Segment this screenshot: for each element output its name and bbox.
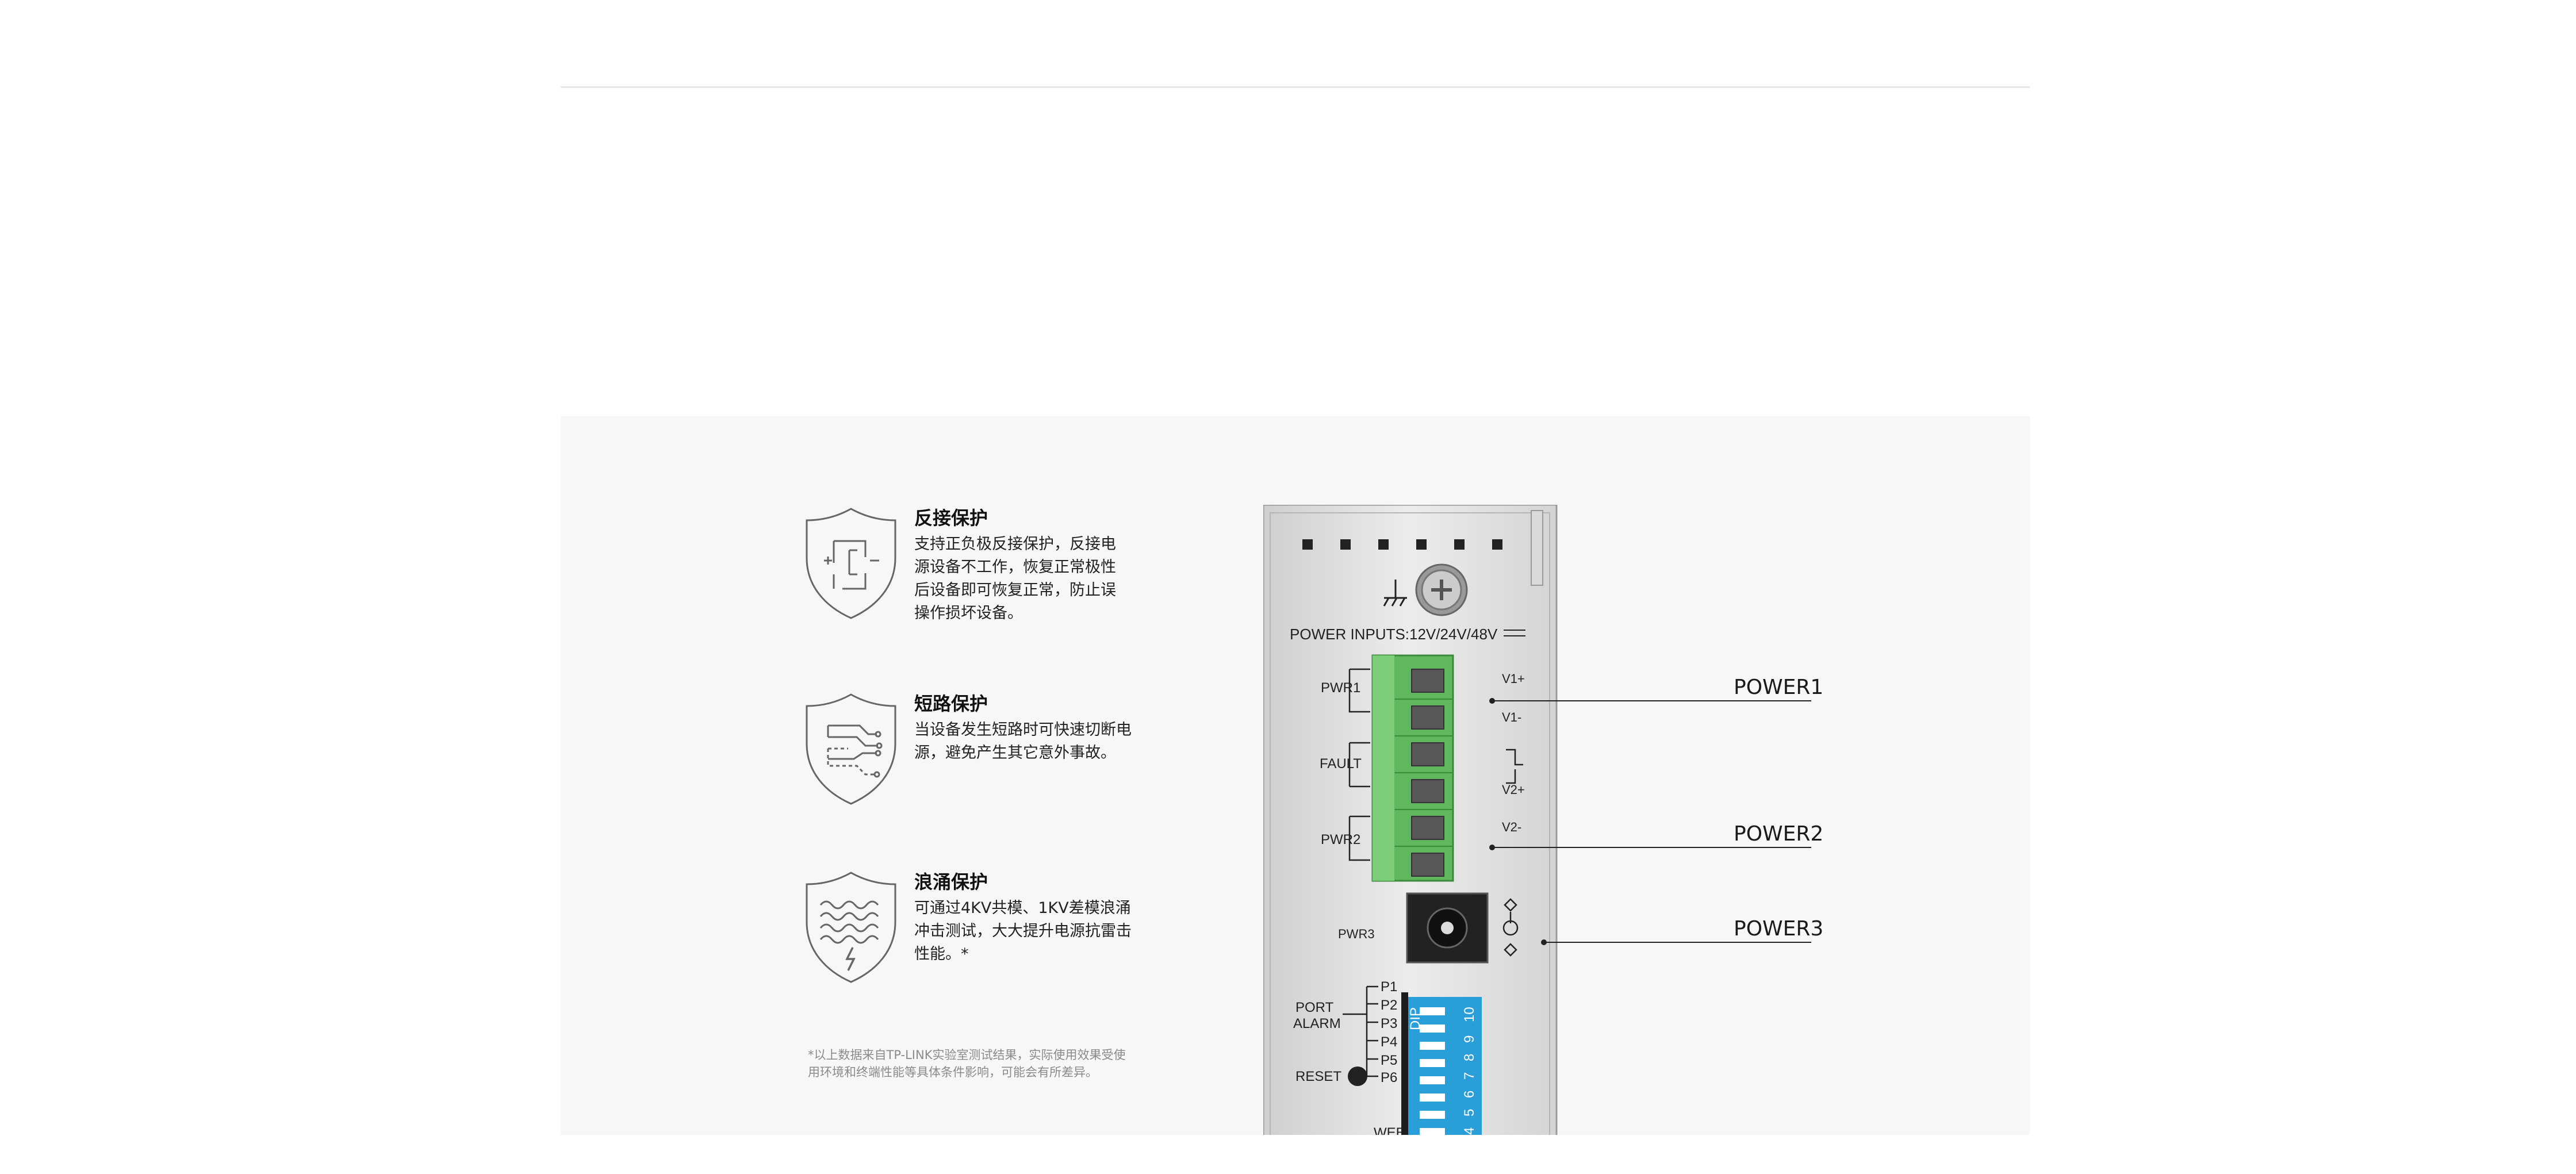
v2-minus-label: V2- xyxy=(1502,820,1521,834)
status-led xyxy=(1416,539,1427,550)
status-led-row xyxy=(1302,539,1502,550)
footnote: *以上数据来自TP-LINK实验室测试结果，实际使用效果受使 用环境和终端性能等… xyxy=(808,1046,1164,1081)
port-label: P2 xyxy=(1381,997,1397,1013)
pwr1-label: PWR1 xyxy=(1321,680,1360,696)
v1-minus-label: V1- xyxy=(1502,710,1521,724)
feature-description: 支持正负极反接保护，反接电 源设备不工作，恢复正常极性 后设备即可恢复正常，防止… xyxy=(914,533,1162,625)
dip-number: 5 xyxy=(1462,1109,1477,1117)
dip-number: 6 xyxy=(1462,1091,1477,1098)
top-divider xyxy=(561,86,2030,88)
port-label: P4 xyxy=(1381,1034,1397,1050)
footnote-line: *以上数据来自TP-LINK实验室测试结果，实际使用效果受使 xyxy=(808,1048,1126,1062)
feature-desc-line: 源，避免产生其它意外事故。 xyxy=(914,744,1116,762)
dip-number: 9 xyxy=(1462,1035,1477,1043)
dc-jack xyxy=(1406,892,1489,964)
pwr3-label: PWR3 xyxy=(1338,927,1375,941)
feature-description: 可通过4KV共模、1KV差模浪涌 冲击测试，大大提升电源抗雷击 性能。* xyxy=(914,897,1162,966)
dip-number: 10 xyxy=(1462,1007,1477,1022)
feature-description: 当设备发生短路时可快速切断电 源，避免产生其它意外事故。 xyxy=(914,719,1162,765)
fault-label: FAULT xyxy=(1320,756,1362,772)
port-label: P6 xyxy=(1381,1070,1397,1085)
status-led xyxy=(1378,539,1389,550)
feature-desc-line: 操作损坏设备。 xyxy=(914,604,1023,622)
callout-lines xyxy=(1489,698,1811,945)
callout-power1: POWER1 xyxy=(1734,676,1824,699)
power-inputs-label: POWER INPUTS:12V/24V/48V xyxy=(1290,626,1498,643)
status-led xyxy=(1302,539,1313,550)
dip-label: DIP xyxy=(1408,1007,1423,1030)
feature-title: 短路保护 xyxy=(914,693,988,715)
dip-number: 8 xyxy=(1462,1054,1477,1061)
feature-title: 反接保护 xyxy=(914,507,988,529)
dc-symbol-icon xyxy=(1504,630,1525,636)
port-alarm-label: PORT xyxy=(1295,1000,1334,1015)
port-label: P1 xyxy=(1381,979,1397,995)
terminal-screw xyxy=(1411,816,1444,840)
status-led xyxy=(1340,539,1351,550)
callout-power3: POWER3 xyxy=(1734,917,1824,941)
terminal-screw xyxy=(1411,853,1444,877)
status-led xyxy=(1454,539,1465,550)
v2-plus-label: V2+ xyxy=(1502,782,1525,797)
relay-symbol-icon xyxy=(1506,749,1523,784)
terminal-block xyxy=(1371,654,1454,882)
dc-polarity-icon xyxy=(1502,898,1519,957)
port-label: P5 xyxy=(1381,1053,1397,1068)
ground-icon xyxy=(1383,580,1407,607)
feature-desc-line: 后设备即可恢复正常，防止误 xyxy=(914,581,1116,599)
feature-desc-line: 可通过4KV共模、1KV差模浪涌 xyxy=(914,899,1131,917)
terminal-screw xyxy=(1411,705,1444,730)
feature-desc-line: 支持正负极反接保护，反接电 xyxy=(914,535,1116,553)
dip-number: 4 xyxy=(1462,1127,1477,1135)
feature-desc-line: 冲击测试，大大提升电源抗雷击 xyxy=(914,922,1132,940)
switch-power-panel-illustration: POWER INPUTS:12V/24V/48V xyxy=(1263,505,1574,1135)
feature-desc-line: 性能。* xyxy=(914,945,969,963)
status-led xyxy=(1492,539,1502,550)
ground-screw-icon xyxy=(1415,563,1468,616)
reset-label: RESET xyxy=(1295,1069,1341,1084)
terminal-screw xyxy=(1411,779,1444,803)
port-alarm-label: ALARM xyxy=(1293,1016,1341,1031)
v1-plus-label: V1+ xyxy=(1502,672,1525,686)
pwr2-label: PWR2 xyxy=(1321,832,1360,847)
short-circuit-shield-icon xyxy=(802,691,900,806)
terminal-screw xyxy=(1411,742,1444,766)
web-label: WEB xyxy=(1374,1125,1405,1135)
dip-number: 7 xyxy=(1462,1072,1477,1080)
surge-shield-icon xyxy=(802,869,900,984)
feature-desc-line: 源设备不工作，恢复正常极性 xyxy=(914,558,1116,576)
reverse-polarity-shield-icon xyxy=(802,505,900,620)
protection-panel: 反接保护 支持正负极反接保护，反接电 源设备不工作，恢复正常极性 后设备即可恢复… xyxy=(561,416,2030,1135)
reset-button[interactable] xyxy=(1348,1066,1367,1086)
callout-power2: POWER2 xyxy=(1734,822,1824,846)
port-label: P3 xyxy=(1381,1016,1397,1031)
feature-title: 浪涌保护 xyxy=(914,871,988,893)
feature-desc-line: 当设备发生短路时可快速切断电 xyxy=(914,721,1132,739)
terminal-screw xyxy=(1411,669,1444,693)
dip-switch: DIP 10 9 8 7 6 5 4 xyxy=(1401,992,1482,1135)
footnote-line: 用环境和终端性能等具体条件影响，可能会有所差异。 xyxy=(808,1065,1098,1079)
